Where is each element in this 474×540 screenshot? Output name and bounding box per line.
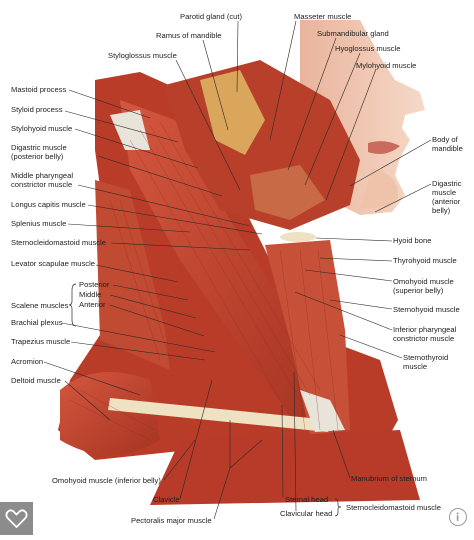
label-thyrohyoid: Thyrohyoid muscle: [393, 256, 457, 265]
label-inf-phar-2: constrictor muscle: [393, 334, 454, 343]
label-ramus: Ramus of mandible: [156, 31, 221, 40]
muscle-fibres: [69, 121, 339, 441]
label-clavicular-head: Clavicular head: [280, 509, 332, 518]
scm-heads-brace: [334, 498, 342, 517]
label-scm-bottom: Sternocleidomastoid muscle: [346, 503, 441, 512]
label-longus: Longus capitis muscle: [11, 200, 86, 209]
label-scalene: Scalene muscles: [11, 301, 69, 310]
info-icon: [456, 512, 459, 521]
label-middle-phar-1: Middle pharyngeal: [11, 171, 73, 180]
label-posterior: Posterior: [79, 280, 110, 289]
favorite-button[interactable]: [0, 502, 33, 535]
label-manubrium: Manubrium of sternum: [351, 474, 427, 483]
label-digastric-ant-4: belly): [432, 206, 451, 215]
chest: [150, 430, 420, 505]
label-body-mandible-2: mandible: [432, 144, 463, 153]
label-masseter: Masseter muscle: [294, 12, 351, 21]
anatomy-illustration: [58, 20, 425, 505]
mastoid-tendon: [110, 110, 150, 150]
clavicle-bone: [108, 398, 330, 432]
label-submandibular: Submandibular gland: [317, 29, 389, 38]
label-hyoid: Hyoid bone: [393, 236, 431, 245]
label-parotid-gland: Parotid gland (cut): [180, 12, 243, 21]
label-digastric-ant-2: muscle: [432, 188, 456, 197]
label-sternothyroid-2: muscle: [403, 362, 427, 371]
trapezius: [95, 180, 170, 370]
label-mylohyoid: Mylohyoid muscle: [356, 61, 416, 70]
submandibular-gland: [250, 165, 325, 220]
label-inf-phar-1: Inferior pharyngeal: [393, 325, 457, 334]
label-body-mandible-1: Body of: [432, 135, 459, 144]
label-styloid: Styloid process: [11, 105, 63, 114]
chin: [360, 168, 399, 209]
label-clavicle: Clavicle: [153, 495, 180, 504]
label-middle: Middle: [79, 290, 101, 299]
label-acromion: Acromion: [11, 357, 43, 366]
label-pectoralis: Pectoralis major muscle: [131, 516, 212, 525]
scm-tendon: [300, 390, 345, 432]
label-splenius: Splenius muscle: [11, 219, 66, 228]
label-omohyoid-sup-2: (superior belly): [393, 286, 444, 295]
info-button[interactable]: [449, 508, 467, 526]
label-sternal-head: Sternal head: [285, 495, 328, 504]
label-deltoid: Deltoid muscle: [11, 376, 61, 385]
label-omohyoid-sup-1: Omohyoid muscle: [393, 277, 454, 286]
label-sternothyroid-1: Sternothyroid: [403, 353, 448, 362]
label-digastric-post-1: Digastric muscle: [11, 143, 67, 152]
label-sternohyoid: Sternohyoid muscle: [393, 305, 460, 314]
label-anterior: Anterior: [79, 300, 106, 309]
label-mastoid: Mastoid process: [11, 85, 66, 94]
label-hyoglossus: Hyoglossus muscle: [335, 44, 400, 53]
strap-muscles: [265, 240, 350, 435]
label-styloglossus: Styloglossus muscle: [108, 51, 177, 60]
label-digastric-ant-1: Digastric: [432, 179, 462, 188]
labels: Parotid gland (cut) Masseter muscle Ramu…: [11, 12, 463, 525]
label-scm: Sternocleidomastoid muscle: [11, 238, 106, 247]
label-brachial: Brachial plexus: [11, 318, 63, 327]
lips: [368, 141, 400, 154]
scalene-brace: [68, 283, 77, 327]
label-digastric-ant-3: (anterior: [432, 197, 461, 206]
label-omohyoid-inf: Omohyoid muscle (inferior belly): [52, 476, 161, 485]
heart-icon: [5, 509, 28, 528]
label-trapezius: Trapezius muscle: [11, 337, 70, 346]
label-middle-phar-2: constrictor muscle: [11, 180, 72, 189]
parotid-gland: [200, 70, 265, 155]
label-stylohyoid: Stylohyoid muscle: [11, 124, 72, 133]
scm-shape: [120, 100, 330, 430]
label-levator: Levator scapulae muscle: [11, 259, 95, 268]
label-digastric-post-2: (posterior belly): [11, 152, 64, 161]
leader-lines: [43, 20, 432, 520]
hyoid-bone: [280, 232, 316, 242]
